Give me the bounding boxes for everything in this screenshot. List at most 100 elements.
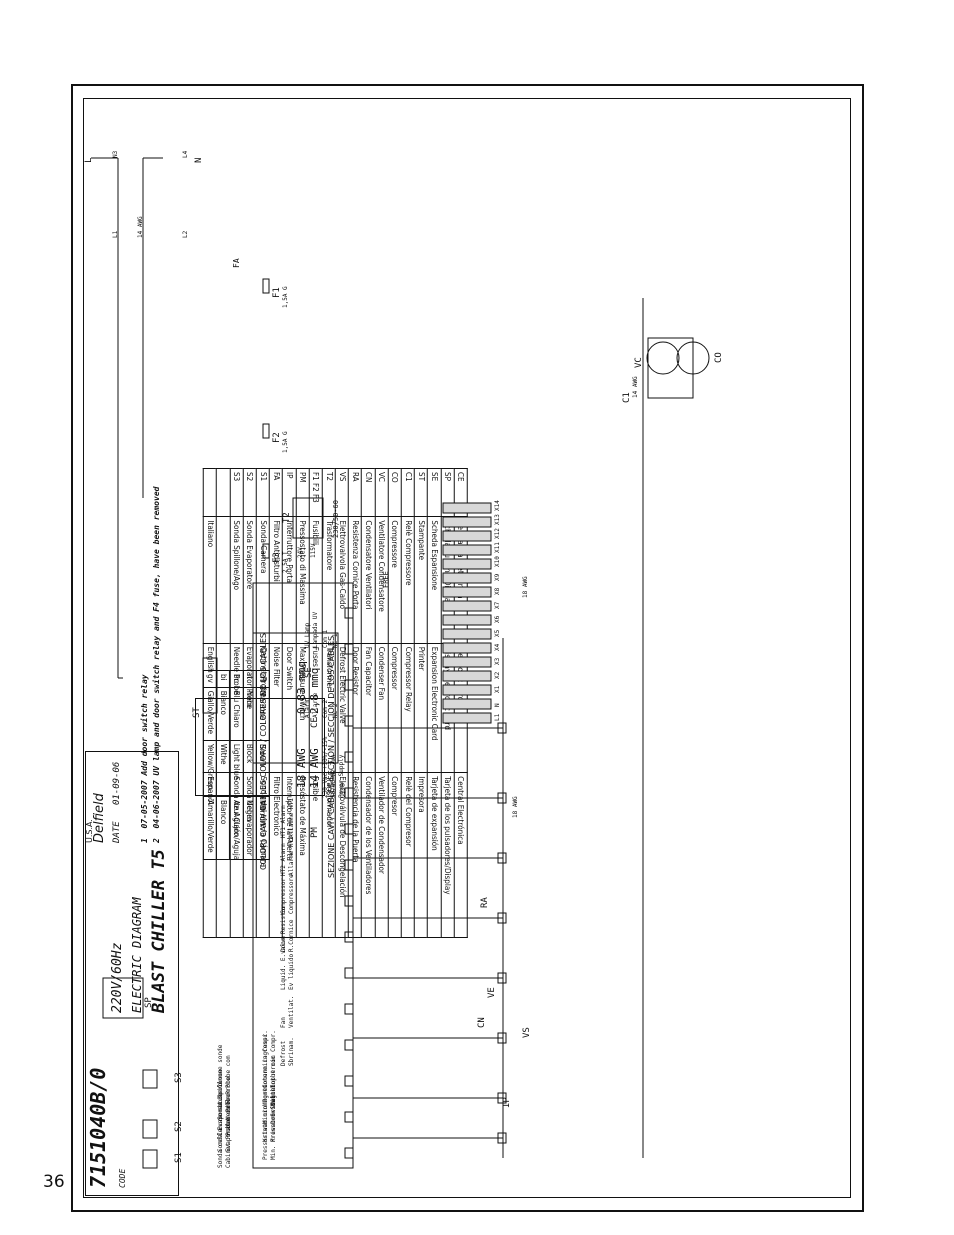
terminal-block	[442, 558, 492, 570]
terminal-block	[442, 600, 492, 612]
label-s2: S2	[174, 1121, 184, 1132]
output-label: Defrost	[280, 1040, 287, 1066]
terminal-block	[442, 572, 492, 584]
terminal-strip-label: N	[494, 703, 501, 707]
ce-terminal	[344, 931, 354, 943]
terminal-strip-label: X4	[494, 643, 501, 651]
rail-terminal	[497, 722, 507, 734]
ce-terminal	[344, 1003, 354, 1015]
free-label: FREE	[382, 571, 390, 588]
drawing-frame	[83, 98, 851, 1198]
output-label: Fan	[280, 1017, 287, 1028]
label-f1: F1	[272, 287, 282, 298]
wire-gauge: 14 AWG	[632, 376, 639, 398]
transformer-output: 115V	[310, 543, 317, 558]
fuse-rating: 1,5A G	[282, 286, 289, 308]
ce-terminal	[344, 967, 354, 979]
rail-terminal	[497, 792, 507, 804]
output-label: Allarme HT1	[288, 798, 295, 838]
terminal-strip-label: X3	[494, 657, 501, 665]
ce-terminal	[344, 1111, 354, 1123]
relay-text: Alarm	[304, 699, 311, 718]
label-ip: IP	[502, 1097, 512, 1108]
s3-probe	[142, 1069, 158, 1089]
f1-fuse	[262, 278, 270, 294]
label-cn: CN	[477, 1017, 487, 1028]
s2-probe	[142, 1119, 158, 1139]
rail-terminal	[497, 852, 507, 864]
co-compressor-symbol	[646, 341, 680, 375]
label-ce: CE	[310, 717, 320, 728]
power-supply-label: 230 Vac +10%/-15%	[322, 736, 329, 798]
output-label: Sbrinam.	[288, 1037, 295, 1066]
ce-terminal	[344, 1075, 354, 1087]
label-st: ST	[192, 707, 202, 718]
ce-terminal	[344, 1147, 354, 1159]
wire-gauge: 18 AWG	[512, 796, 519, 818]
rail-terminal	[497, 912, 507, 924]
rail-terminal	[497, 972, 507, 984]
st-printer	[202, 657, 218, 714]
label-f2: F2	[272, 432, 282, 443]
ce-terminal	[344, 1039, 354, 1051]
s1-probe	[142, 1149, 158, 1169]
terminal-block	[442, 516, 492, 528]
ce-terminal	[344, 715, 354, 727]
output-label: HT1 Alarm	[280, 805, 287, 838]
terminal-block	[442, 586, 492, 598]
rail-terminal	[497, 1092, 507, 1104]
input-label: Pressostato min.	[262, 1102, 269, 1160]
rail-terminal	[497, 1132, 507, 1144]
relay-label: Com 1	[322, 629, 329, 648]
terminal-block	[442, 684, 492, 696]
filter-terminal: L2	[182, 230, 189, 238]
ce-terminal	[344, 679, 354, 691]
relay-code: NC 1	[332, 633, 339, 648]
rotated-drawing: CECentralina ElettronicaElectronic CardC…	[83, 98, 851, 1198]
supply-l: L	[84, 157, 94, 163]
terminal-strip-label: X8	[494, 587, 501, 595]
ce-terminal	[344, 787, 354, 799]
relay-label: Com 2	[322, 699, 329, 718]
co-housing	[647, 337, 694, 399]
supply-n: N	[194, 157, 204, 163]
terminal-block	[442, 628, 492, 640]
label-f3: F3	[272, 552, 282, 563]
probe-label: Sonda cella	[217, 1128, 224, 1168]
ce-card	[252, 582, 354, 1169]
output-label: Ventilat.	[288, 995, 295, 1028]
filter-terminal: L4	[182, 150, 189, 158]
label-c1: C1	[622, 392, 632, 403]
terminal-block	[442, 712, 492, 724]
t2-transformer	[292, 497, 324, 539]
terminal-strip-label: X6	[494, 615, 501, 623]
ce-terminal	[344, 895, 354, 907]
terminal-strip-label: X9	[494, 573, 501, 581]
label-co: CO	[714, 352, 724, 363]
terminal-strip-label: X5	[494, 629, 501, 637]
ce-terminal	[344, 607, 354, 619]
terminal-block	[442, 670, 492, 682]
terminal-block	[442, 642, 492, 654]
rail-terminal	[497, 1032, 507, 1044]
label-vc: VC	[634, 357, 644, 368]
wiring-schematic	[91, 157, 710, 1169]
label-sp: SP	[144, 997, 154, 1008]
se-card	[252, 632, 339, 764]
output-label: HT2 Alarm	[280, 843, 287, 876]
fuse-rating: 1,5A G	[282, 431, 289, 453]
wire-gauge: 18 AWG	[522, 576, 529, 598]
label-se: SE	[304, 667, 314, 678]
terminal-strip-label: X7	[494, 601, 501, 609]
output-label: Allarme HT2	[288, 836, 295, 876]
terminal-block	[442, 544, 492, 556]
terminal-strip-label: X10	[494, 556, 501, 567]
page-number: 36	[43, 1172, 65, 1192]
terminal-strip-label: X13	[494, 514, 501, 525]
ce-terminal	[344, 859, 354, 871]
terminal-block	[442, 698, 492, 710]
terminal-strip-label: X11	[494, 542, 501, 553]
label-s3: S3	[174, 1072, 184, 1083]
label-pm: PM	[310, 827, 320, 838]
terminal-block	[442, 614, 492, 626]
